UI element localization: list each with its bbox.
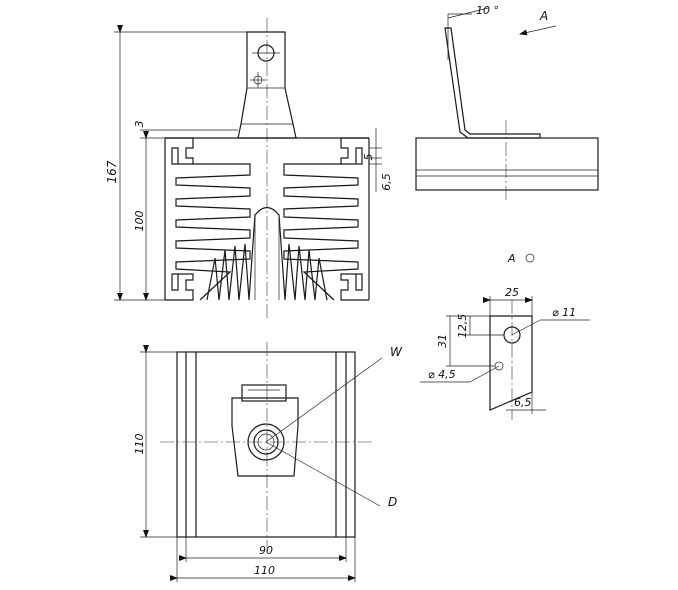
dim-height-total: 167 (105, 160, 119, 183)
dim-tab-hole-height: 31 (436, 334, 449, 348)
bend-angle-label: 10 ° (476, 4, 499, 17)
front-view: 167 100 3 5 6,5 (105, 18, 393, 318)
dim-hole-large: ⌀ 11 (552, 306, 576, 319)
rotation-icon (525, 253, 535, 263)
dim-base-width: 110 (133, 434, 146, 455)
callout-d: D (388, 495, 397, 509)
plan-view: W D 110 90 110 (133, 342, 403, 582)
dim-hole-small: ⌀ 4,5 (428, 368, 456, 381)
dim-width-inner: 90 (259, 544, 273, 557)
dim-tab-hole-offset: 12,5 (456, 314, 469, 339)
dim-tab-thickness: 6,5 (514, 396, 532, 409)
dim-slot-width: 6,5 (380, 173, 393, 191)
dim-slot-depth: 5 (362, 154, 375, 161)
bottom-fins (206, 206, 328, 301)
dim-top-gap: 3 (133, 121, 146, 128)
dim-tab-width: 25 (505, 286, 519, 299)
view-a-arrow-label: A (539, 9, 548, 23)
side-view: 10 ° A (415, 4, 599, 200)
stud-inner (253, 429, 279, 455)
view-a-title: A (507, 252, 516, 265)
stud-outer (247, 423, 285, 461)
dim-fin-height: 100 (133, 211, 146, 232)
view-a: A 25 31 12,5 ⌀ 11 ⌀ 4,5 6,5 (420, 252, 590, 420)
dim-width-outer: 110 (254, 564, 275, 577)
callout-w: W (390, 345, 403, 359)
